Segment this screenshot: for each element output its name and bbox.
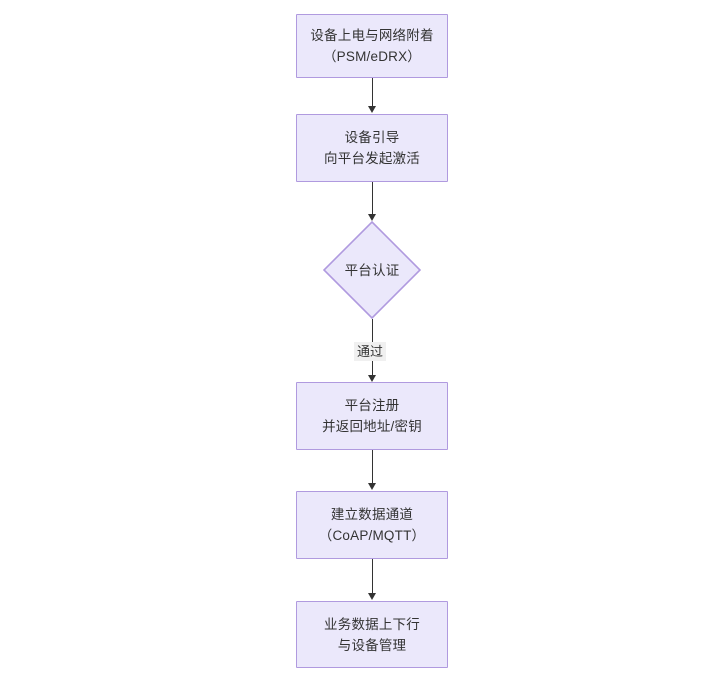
flow-node-label: 建立数据通道 （CoAP/MQTT） [318,507,426,543]
flow-node-label: 平台认证 [344,262,400,278]
flow-edge-n1-n2 [372,78,373,106]
flow-node-platform-registration[interactable]: 平台注册 并返回地址/密钥 [296,382,448,450]
flow-node-label: 设备上电与网络附着 （PSM/eDRX） [310,28,434,64]
flow-edge-arrowhead [368,106,376,113]
flow-edge-n4-n5 [372,450,373,483]
flow-node-label: 设备引导 向平台发起激活 [324,130,420,166]
flow-edge-arrowhead [368,375,376,382]
flow-node-label: 业务数据上下行 与设备管理 [324,616,420,653]
flow-edge-n5-n6 [372,559,373,593]
diamond-shape-icon [323,221,421,319]
flow-edge-label-pass: 通过 [354,342,387,361]
flow-node-device-power-on[interactable]: 设备上电与网络附着 （PSM/eDRX） [296,14,448,78]
flow-node-data-channel[interactable]: 建立数据通道 （CoAP/MQTT） [296,491,448,559]
flow-node-platform-auth-decision[interactable]: 平台认证 [323,221,421,319]
flow-edge-arrowhead [368,593,376,600]
flow-edge-n2-n3 [372,182,373,214]
flow-edge-arrowhead [368,483,376,490]
flow-edge-arrowhead [368,214,376,221]
flow-node-label: 平台注册 并返回地址/密钥 [322,398,422,434]
flow-node-device-bootstrap[interactable]: 设备引导 向平台发起激活 [296,114,448,182]
flow-node-business-data[interactable]: 业务数据上下行 与设备管理 [296,601,448,668]
